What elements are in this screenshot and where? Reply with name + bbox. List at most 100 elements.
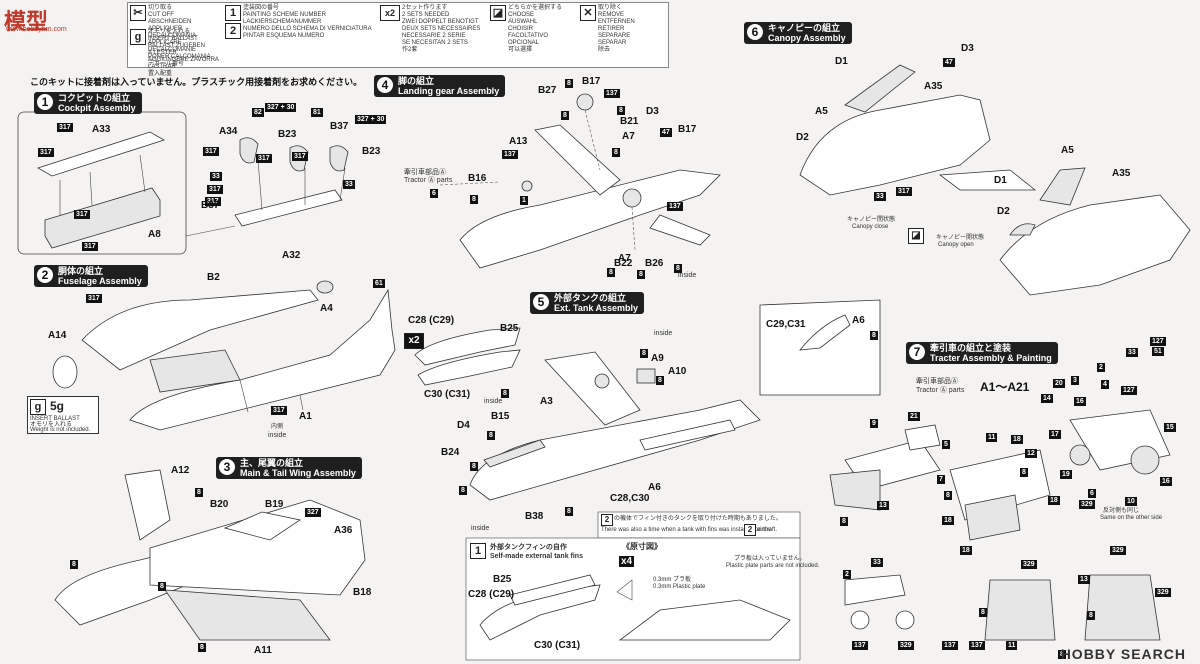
section-1-jp: コクピットの組立 bbox=[58, 93, 131, 103]
decal-number-label: 137 bbox=[604, 89, 620, 98]
decal-number-label: 127 bbox=[1150, 337, 1166, 346]
decal-number-label: 8 bbox=[607, 268, 615, 277]
part-label: A35 bbox=[1112, 168, 1131, 179]
tractor-parts-jp: 牽引車部品Ⓐ bbox=[916, 378, 958, 385]
decal-number-label: 33 bbox=[343, 180, 355, 189]
decal-number-label: 10 bbox=[1125, 497, 1137, 506]
part-label: A6 bbox=[648, 482, 661, 493]
part-label: D4 bbox=[457, 420, 470, 431]
inside-1: inside bbox=[268, 432, 287, 439]
part-label: A7 bbox=[618, 253, 631, 264]
decal-number-label: 13 bbox=[877, 501, 889, 510]
part-label: A11 bbox=[254, 645, 272, 656]
decal-number-label: 6 bbox=[1088, 489, 1096, 498]
decal-number-label: 16 bbox=[1160, 477, 1172, 486]
decal-number-label: 317 bbox=[205, 197, 221, 206]
part-label: C30 (C31) bbox=[534, 640, 581, 651]
decal-number-label: 8 bbox=[1058, 650, 1066, 659]
tank-note-jp: の機体でフィン付きのタンクを取り付けた時期もありました。 bbox=[614, 516, 782, 522]
decal-number-label: 18 bbox=[960, 546, 972, 555]
choose-icon: ◪ bbox=[490, 5, 506, 21]
part-label: C28 (C29) bbox=[408, 315, 455, 326]
decal-number-label: 11 bbox=[986, 433, 998, 442]
part-label: B15 bbox=[491, 411, 510, 422]
fin-note-en: Plastic plate parts are not included. bbox=[726, 563, 820, 569]
part-label: D1 bbox=[835, 56, 848, 67]
decal-number-label: 16 bbox=[1074, 397, 1086, 406]
decal-number-label: 47 bbox=[943, 58, 955, 67]
part-label: B19 bbox=[265, 499, 284, 510]
site-logo: 模型 bbox=[4, 9, 49, 34]
decal-number-label: 8 bbox=[612, 148, 620, 157]
tank-note-scheme-icon: 2 bbox=[601, 514, 613, 526]
decal-number-label: 8 bbox=[637, 270, 645, 279]
section-3-en: Main & Tail Wing Assembly bbox=[240, 468, 356, 478]
part-label: A3 bbox=[540, 396, 553, 407]
tractor-parts-s4-en: Tractor Ⓐ parts bbox=[404, 177, 453, 184]
decal-number-label: 8 bbox=[501, 389, 509, 398]
fin-plate-2: 0.3mm Plastic plate bbox=[653, 584, 706, 590]
fin-ref-jp: 《原寸図》 bbox=[622, 542, 662, 551]
decal-number-label: 4 bbox=[1101, 380, 1109, 389]
section-5-en: Ext. Tank Assembly bbox=[554, 303, 639, 313]
part-label: D3 bbox=[961, 43, 974, 54]
section-5-jp: 外部タンクの組立 bbox=[554, 293, 627, 303]
part-label: B23 bbox=[362, 146, 381, 157]
decal-number-label: 17 bbox=[1049, 430, 1061, 439]
part-label: D2 bbox=[796, 132, 809, 143]
decal-number-label: 2 bbox=[843, 570, 851, 579]
inside-5: inside bbox=[471, 525, 490, 532]
section-2-number: 2 bbox=[37, 267, 53, 283]
decal-number-label: 33 bbox=[874, 192, 886, 201]
part-label: B23 bbox=[278, 129, 297, 140]
decal-number-label: 8 bbox=[617, 106, 625, 115]
cockpit-drawing bbox=[17, 111, 349, 255]
part-label: B37 bbox=[201, 200, 220, 211]
section-2-en: Fuselage Assembly bbox=[58, 276, 142, 286]
part-label: A33 bbox=[92, 124, 111, 135]
ballast-icon: g bbox=[130, 29, 146, 45]
part-label: B24 bbox=[441, 447, 460, 458]
section-6-number: 6 bbox=[747, 24, 763, 40]
section-6-title: 6 キャノピーの組立 Canopy Assembly bbox=[744, 22, 852, 44]
site-url: www.hobbyhm.com bbox=[6, 26, 67, 33]
ballast-line3: Weight is not included. bbox=[30, 427, 91, 433]
decal-number-label: 19 bbox=[1060, 470, 1072, 479]
part-label: D1 bbox=[994, 175, 1007, 186]
part-label: A1 bbox=[299, 411, 312, 422]
decal-number-label: 33 bbox=[210, 172, 222, 181]
section-3-number: 3 bbox=[219, 459, 235, 475]
decal-number-label: 8 bbox=[487, 431, 495, 440]
section-2-title: 2 胴体の組立 Fuselage Assembly bbox=[34, 265, 148, 287]
section-5-title: 5 外部タンクの組立 Ext. Tank Assembly bbox=[530, 292, 645, 314]
ballast-box: g 5g INSERT BALLAST オモリを入れる Weight is no… bbox=[27, 396, 99, 434]
watermark-text: HOBBY SEARCH bbox=[1060, 646, 1186, 662]
section-6-jp: キャノピーの組立 bbox=[768, 23, 841, 33]
decal-number-label: 21 bbox=[908, 412, 920, 421]
decal-number-label: 8 bbox=[674, 264, 682, 273]
section-4-jp: 脚の組立 bbox=[398, 76, 435, 86]
decal-number-label: 8 bbox=[640, 349, 648, 358]
decal-number-label: 317 bbox=[896, 187, 912, 196]
decal-number-label: 1 bbox=[520, 196, 528, 205]
decal-number-label: 329 bbox=[1079, 500, 1095, 509]
section-7-title: 7 牽引車の組立と塗装 Tracter Assembly & Painting bbox=[906, 342, 1058, 364]
scheme-1-icon: 1 bbox=[225, 5, 241, 21]
inside-jp-1: 内側 bbox=[271, 424, 284, 430]
part-label: A8 bbox=[148, 229, 161, 240]
section-4-en: Landing gear Assembly bbox=[398, 86, 500, 96]
decal-number-label: 317 bbox=[86, 294, 102, 303]
canopy-close-jp: キャノピー閉状態 bbox=[847, 217, 896, 223]
tank-note-tail: aircraft. bbox=[757, 527, 778, 533]
fin-x4-badge: x4 bbox=[619, 556, 635, 567]
decal-number-label: 8 bbox=[840, 517, 848, 526]
decal-number-label: 317 bbox=[38, 148, 54, 157]
part-label: A10 bbox=[668, 366, 687, 377]
tractor-drawing bbox=[829, 409, 1171, 641]
decal-number-label: 327 + 30 bbox=[355, 115, 387, 124]
tank-drawing bbox=[414, 299, 881, 501]
decal-number-label: 14 bbox=[1041, 394, 1053, 403]
